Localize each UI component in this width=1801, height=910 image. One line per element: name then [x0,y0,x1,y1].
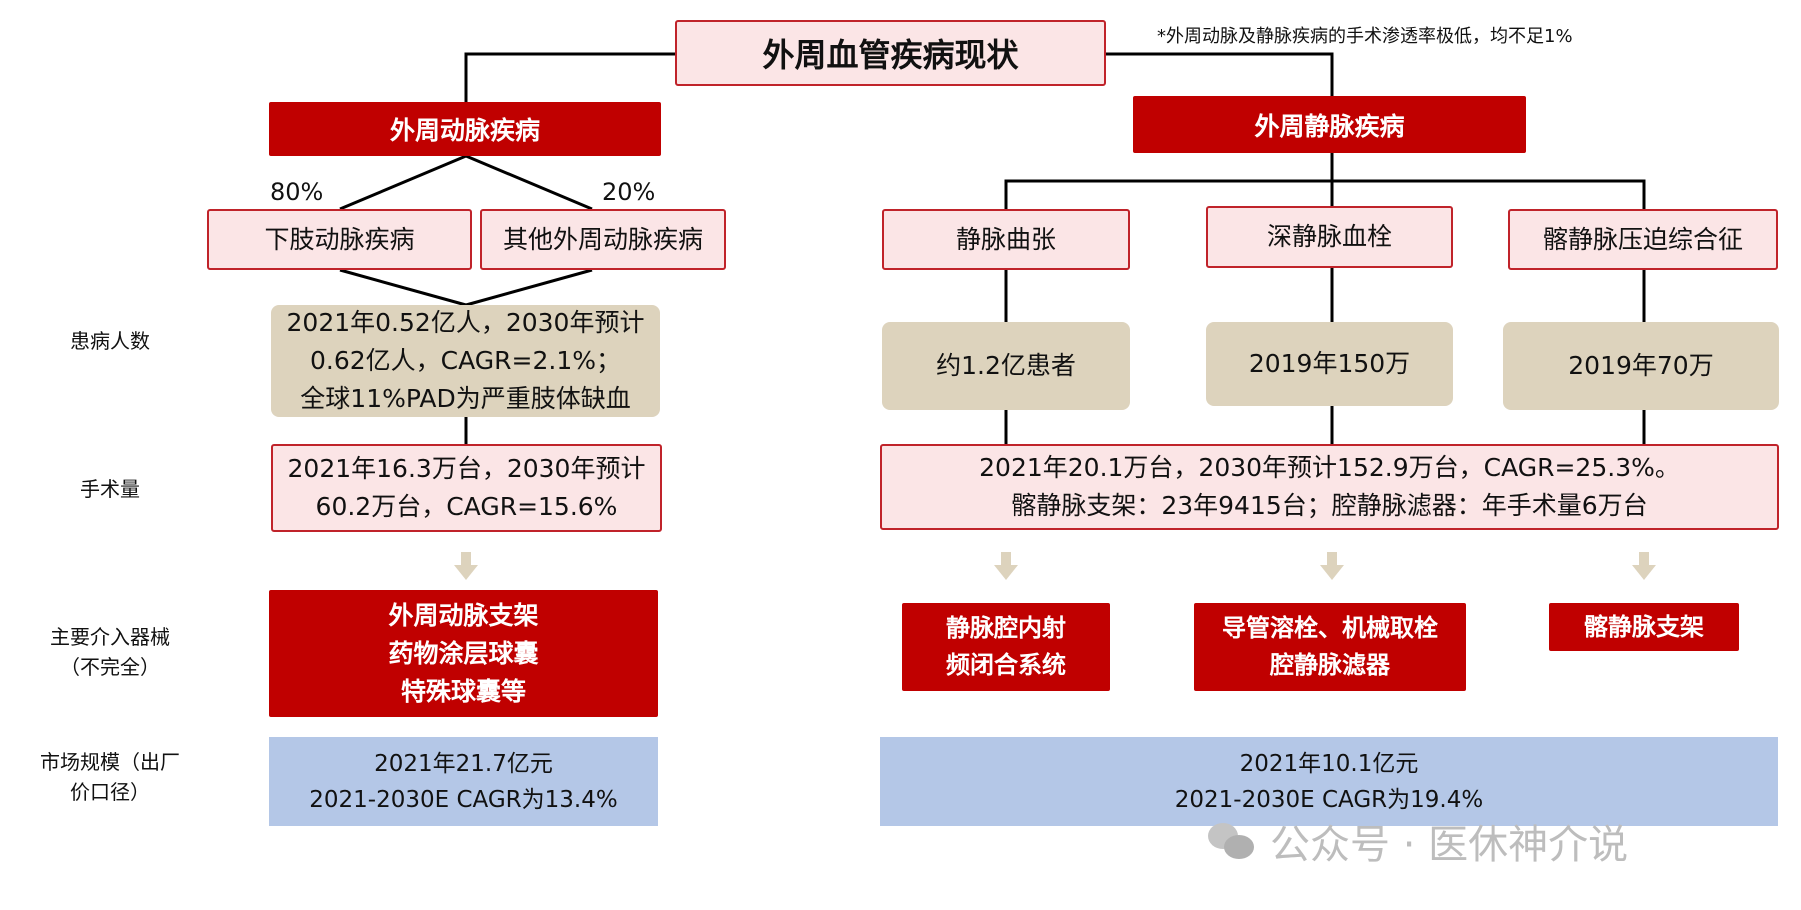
footnote: *外周动脉及静脉疾病的手术渗透率极低，均不足1% [1157,26,1573,47]
artery-pct-left: 80% [270,178,324,206]
vein-down-arrow-3 [1632,552,1656,582]
vein-sub-iliac: 髂静脉压迫综合征 [1508,209,1778,270]
row-label-patients: 患病人数 [70,329,150,353]
vein-patients-iliac: 2019年70万 [1503,322,1779,410]
main-title-box: 外周血管疾病现状 [675,20,1106,86]
wechat-icon [1208,821,1254,861]
vein-devices-rfa: 静脉腔内射 频闭合系统 [902,603,1110,691]
watermark-text: 公众号 · 医休神介说 [1270,822,1629,868]
page-title: 外周血管疾病现状 [762,36,1019,74]
artery-header: 外周动脉疾病 [269,102,661,156]
artery-sub-left: 下肢动脉疾病 [207,209,472,270]
artery-pct-right: 20% [602,178,656,206]
artery-devices-box: 外周动脉支架 药物涂层球囊 特殊球囊等 [269,590,658,717]
vein-sub-dvt: 深静脉血栓 [1206,206,1453,268]
artery-patients-box: 2021年0.52亿人，2030年预计 0.62亿人，CAGR=2.1%； 全球… [271,305,660,417]
artery-market-box: 2021年21.7亿元 2021-2030E CAGR为13.4% [269,737,658,826]
vein-market-box: 2021年10.1亿元 2021-2030E CAGR为19.4% [880,737,1778,826]
watermark: 公众号 · 医休神介说 [1208,812,1628,870]
row-label-devices: 主要介入器械 （不完全） [50,625,170,679]
vein-sub-varicose: 静脉曲张 [882,209,1130,270]
vein-patients-dvt: 2019年150万 [1206,322,1453,406]
artery-surgeries-box: 2021年16.3万台，2030年预计 60.2万台，CAGR=15.6% [271,444,662,532]
artery-down-arrow [454,552,478,582]
vein-devices-iliac-stent: 髂静脉支架 [1549,603,1739,651]
vein-surgeries-box: 2021年20.1万台，2030年预计152.9万台，CAGR=25.3%。 髂… [880,444,1779,530]
vein-header: 外周静脉疾病 [1133,96,1526,153]
row-label-surgeries: 手术量 [80,477,140,501]
vein-devices-thrombolysis: 导管溶栓、机械取栓 腔静脉滤器 [1194,603,1466,691]
row-label-market: 市场规模（出厂 价口径） [40,750,180,804]
vein-patients-varicose: 约1.2亿患者 [882,322,1130,410]
artery-sub-right: 其他外周动脉疾病 [480,209,726,270]
vein-down-arrow-2 [1320,552,1344,582]
vein-down-arrow-1 [994,552,1018,582]
